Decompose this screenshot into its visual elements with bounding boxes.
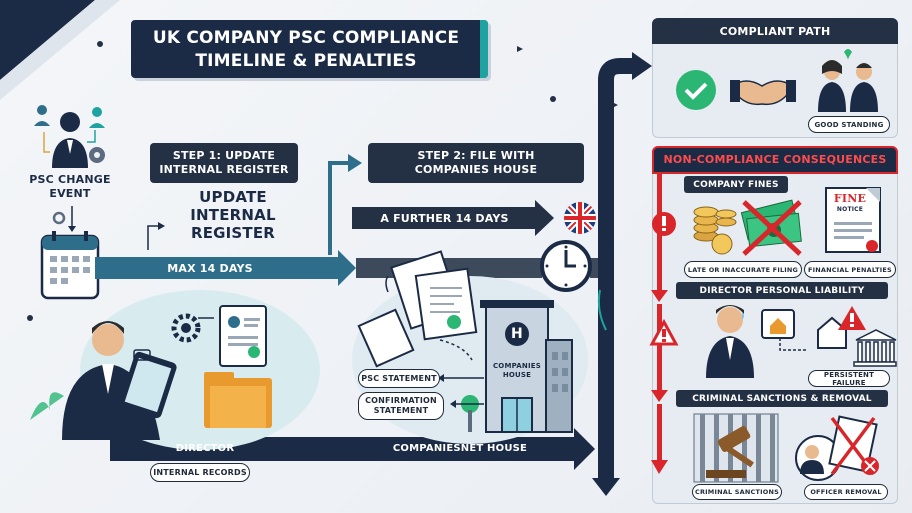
title-accent-bar xyxy=(480,20,488,78)
update-line1: UPDATE xyxy=(199,188,267,206)
persistent-failure-label: PERSISTENT FAILURE xyxy=(808,370,890,387)
criminal-sanctions-label: CRIMINAL SANCTIONS xyxy=(692,484,782,500)
companiesnet-house-label: COMPANIESNET HOUSE xyxy=(392,443,528,454)
title-banner xyxy=(131,20,488,78)
coins-icon xyxy=(693,206,737,255)
title-line2: TIMELINE & PENALTIES xyxy=(195,51,417,71)
late-filing-label: LATE OR INACCURATE FILING xyxy=(684,261,802,278)
good-standing-badge: GOOD STANDING xyxy=(808,116,890,133)
fine-notice-subtitle: NOTICE xyxy=(836,206,864,213)
building-sign-line1: COMPANIES xyxy=(492,362,542,370)
title-line1: UK COMPANY PSC COMPLIANCE xyxy=(152,28,460,48)
update-line2: INTERNAL xyxy=(190,206,276,224)
step1-line1: STEP 1: UPDATE xyxy=(172,149,276,162)
step2-line1: STEP 2: FILE WITH xyxy=(417,149,535,162)
officer-removal-icon xyxy=(795,415,879,481)
gear-icon xyxy=(171,313,201,343)
bank-icon xyxy=(853,329,897,367)
noncompliance-header: NON-COMPLIANCE CONSEQUENCES xyxy=(663,153,887,166)
heart-icon xyxy=(844,49,852,60)
person-icon xyxy=(37,105,47,115)
psc-statement-label: PSC STATEMENT xyxy=(358,369,440,388)
noncompliance-header-bar xyxy=(652,146,898,174)
internal-records-label: INTERNAL RECORDS xyxy=(150,463,250,482)
director-person xyxy=(92,324,124,356)
officer-removal-label: OFFICER REMOVAL xyxy=(804,484,888,500)
building-sign-line2: HOUSE xyxy=(502,371,532,379)
step2-line2: COMPANIES HOUSE xyxy=(414,163,538,176)
gavel-icon xyxy=(706,426,754,478)
checkmark-icon xyxy=(676,70,716,110)
step1-line2: INTERNAL REGISTER xyxy=(159,163,289,176)
confirmation-statement-label: CONFIRMATION STATEMENT xyxy=(358,392,444,420)
step1-label: STEP 1: UPDATE INTERNAL REGISTER xyxy=(150,143,298,183)
step2-label: STEP 2: FILE WITH COMPANIES HOUSE xyxy=(368,143,584,183)
update-line3: REGISTER xyxy=(190,224,276,242)
criminal-sanctions-header: CRIMINAL SANCTIONS & REMOVAL xyxy=(676,390,888,407)
confirmation-line1: CONFIRMATION xyxy=(365,396,437,405)
director-label: DIRECTOR xyxy=(175,443,235,454)
financial-penalties-label: FINANCIAL PENALTIES xyxy=(804,261,896,278)
compliant-header: COMPLIANT PATH xyxy=(652,18,898,44)
fine-notice-title: FINE xyxy=(833,192,867,205)
fine-notice-icon xyxy=(825,187,881,253)
property-icon xyxy=(817,316,847,349)
max-days-label: MAX 14 DAYS xyxy=(167,262,253,275)
worried-director xyxy=(717,307,743,333)
update-register-text: UPDATE INTERNAL REGISTER xyxy=(178,188,288,242)
house-icon xyxy=(770,318,786,334)
building-letter: H xyxy=(511,326,523,342)
director-liability-header: DIRECTOR PERSONAL LIABILITY xyxy=(676,282,888,299)
building-sign: COMPANIES HOUSE xyxy=(486,362,548,380)
further-days-label: A FURTHER 14 DAYS xyxy=(380,212,509,225)
cross-icon xyxy=(742,200,802,256)
psc-event-label: PSC CHANGE EVENT xyxy=(29,173,111,200)
company-fines-header: COMPANY FINES xyxy=(684,176,788,193)
confirmation-line2: STATEMENT xyxy=(373,406,429,415)
